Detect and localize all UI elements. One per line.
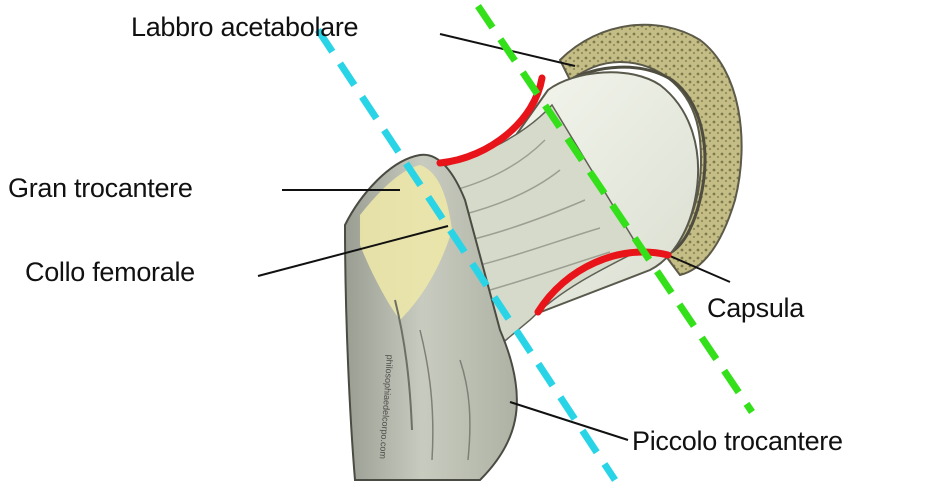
- label-piccolo-trocantere: Piccolo trocantere: [632, 428, 843, 455]
- label-collo-femorale: Collo femorale: [25, 259, 195, 286]
- label-gran-trocantere: Gran trocantere: [8, 175, 193, 202]
- label-labbro-acetabolare: Labbro acetabolare: [131, 14, 358, 41]
- label-capsula: Capsula: [707, 295, 804, 322]
